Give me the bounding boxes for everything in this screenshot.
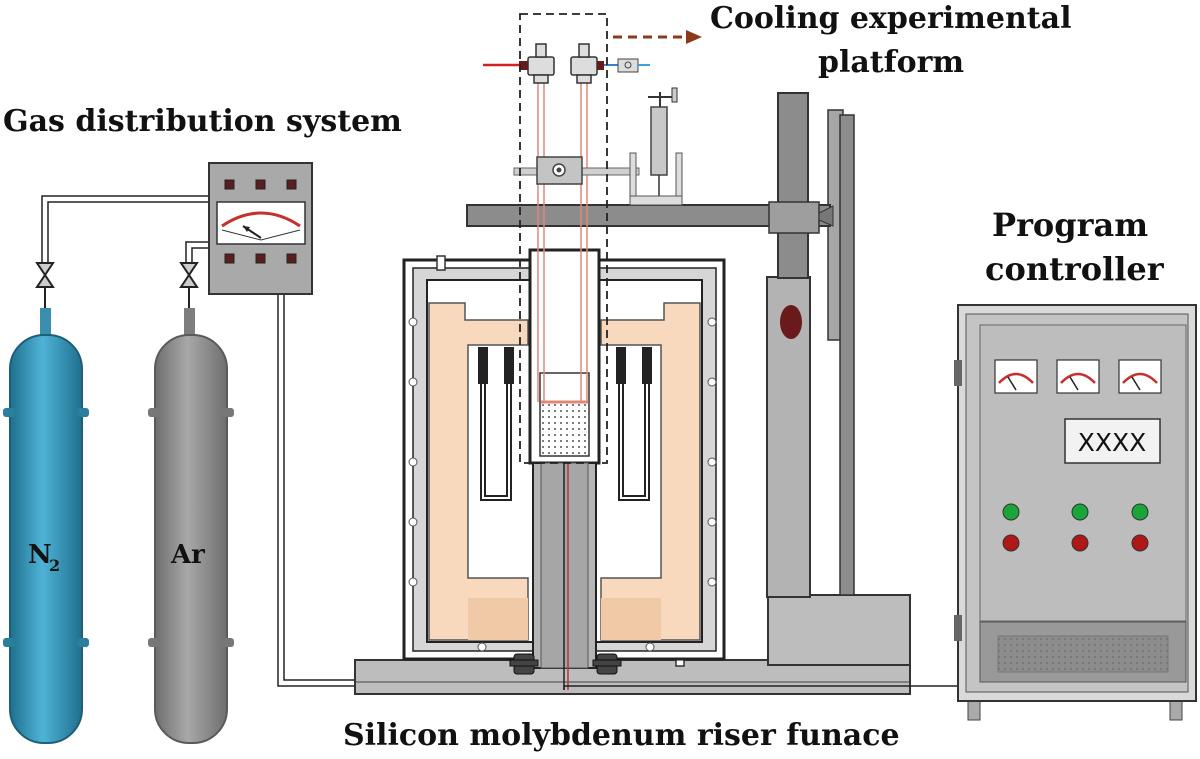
furnace-label: Silicon molybdenum riser funace (343, 718, 900, 753)
flow-meter-icon (617, 58, 650, 73)
n2-valve-icon (35, 262, 55, 308)
ar-cylinder: Ar (148, 308, 234, 744)
ar-valve-icon (179, 262, 199, 308)
program-controller: XXXX (954, 304, 1197, 721)
green-button-2[interactable] (1071, 503, 1089, 521)
n2-cylinder: N 2 (3, 308, 89, 744)
controller-display (1064, 418, 1161, 464)
red-button-1[interactable] (1002, 534, 1020, 552)
program-controller-label-line1: Program (992, 206, 1148, 244)
gas-system-label: Gas distribution system (3, 104, 402, 139)
pointer-arrow-icon (613, 30, 702, 44)
vent-grill (997, 635, 1169, 673)
gas-fitting-icon (527, 43, 598, 84)
ar-label: Ar (170, 540, 205, 570)
lifting-frame (466, 92, 855, 598)
program-controller-label-line2: controller (985, 250, 1165, 288)
gauge-icon (216, 201, 306, 245)
syringe-icon (629, 87, 683, 206)
green-button-3[interactable] (1131, 503, 1149, 521)
red-button-3[interactable] (1131, 534, 1149, 552)
red-button-2[interactable] (1071, 534, 1089, 552)
n2-label: N (28, 540, 52, 570)
controller-display-text: XXXX (1078, 428, 1147, 457)
controller-meter-icon-2 (1056, 359, 1100, 394)
cooling-platform-label-line1: Cooling experimental (710, 1, 1072, 36)
n2-subscript: 2 (49, 556, 60, 575)
furnace-base (354, 594, 911, 695)
green-button-1[interactable] (1002, 503, 1020, 521)
cooling-platform (483, 13, 702, 464)
furnace-body (402, 248, 726, 690)
heating-element-right (616, 347, 652, 501)
heating-element-left (478, 347, 514, 501)
gas-distribution-box (208, 162, 313, 295)
controller-meter-icon-3 (1118, 359, 1162, 394)
controller-meter-icon-1 (994, 359, 1038, 394)
cooling-platform-label-line2: platform (818, 45, 964, 80)
controller-cable (563, 685, 958, 690)
